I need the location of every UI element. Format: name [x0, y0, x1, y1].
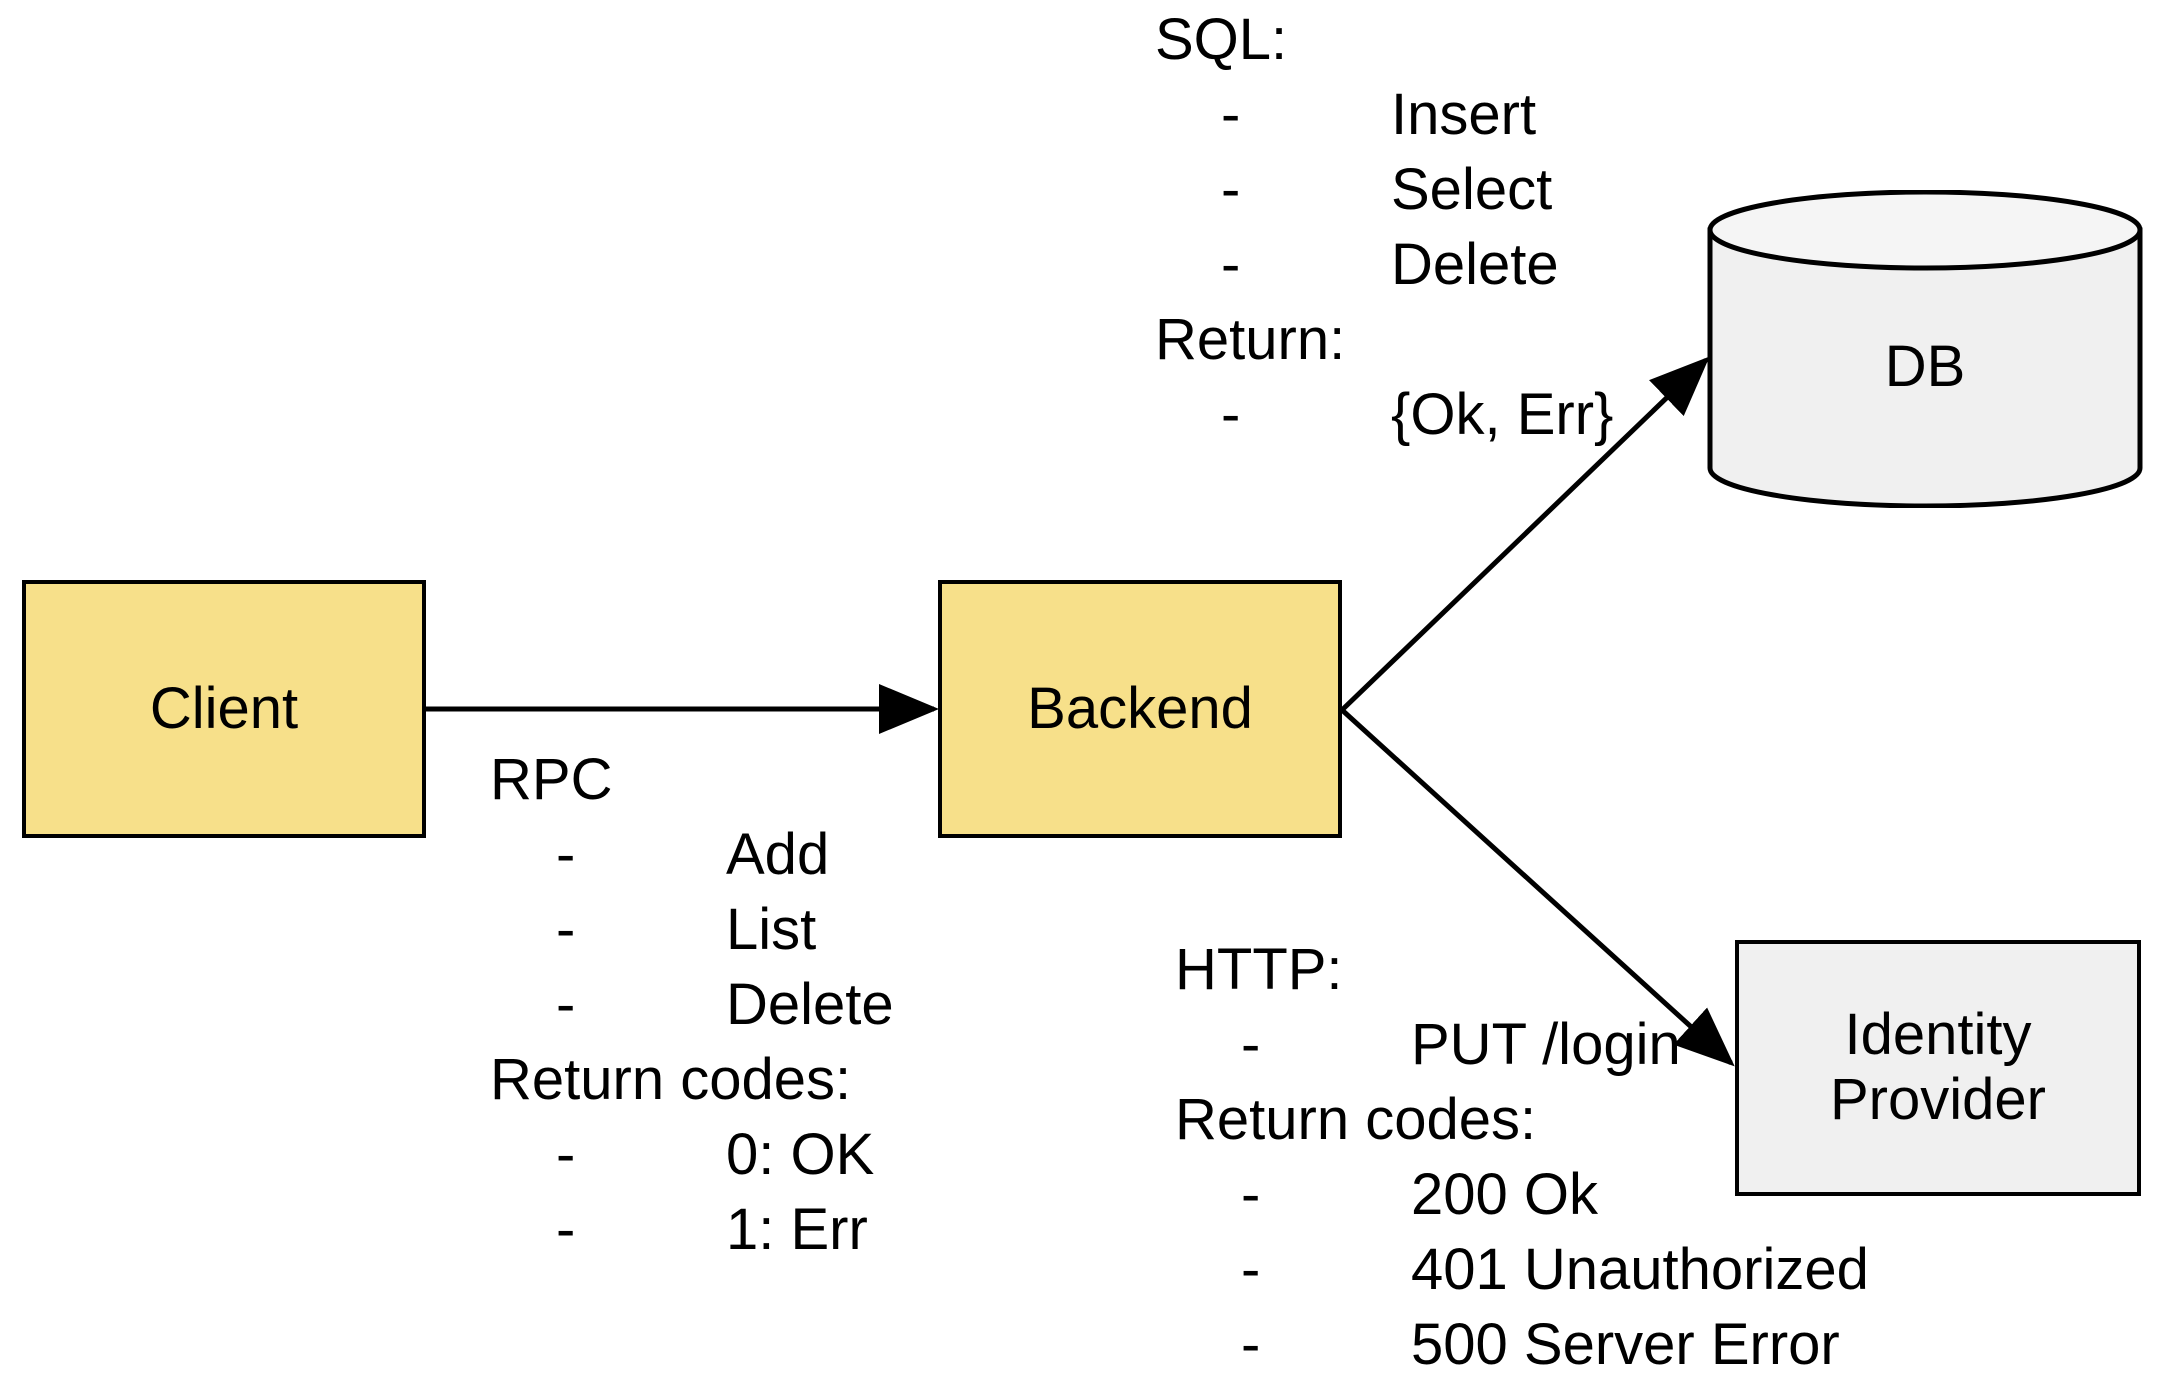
bullet-dash: - [556, 822, 576, 887]
annotation-sql-heading: SQL: [1155, 7, 1288, 72]
annotation-rpc-subitem: - 1: Err [490, 1192, 894, 1267]
annotation-rpc-item: - List [490, 892, 894, 967]
annotation-http-subitem: - 500 Server Error [1175, 1307, 1869, 1382]
bullet-dash: - [556, 1197, 576, 1262]
annotation-http-item: - PUT /login [1175, 1007, 1869, 1082]
annotation-sql-item: - Insert [1155, 77, 1613, 152]
bullet-dash: - [1221, 382, 1241, 447]
bullet-dash: - [1221, 82, 1241, 147]
annotation-rpc: RPC - Add - List - Delete Return codes: … [490, 742, 894, 1267]
node-identity-provider-label-line2: Provider [1830, 1067, 2046, 1132]
bullet-dash: - [1221, 157, 1241, 222]
annotation-sql-subitem: - {Ok, Err} [1155, 377, 1613, 452]
bullet-dash: - [1241, 1237, 1261, 1302]
annotation-rpc-heading: RPC [490, 747, 613, 812]
annotation-http: HTTP: - PUT /login Return codes: - 200 O… [1175, 932, 1869, 1382]
annotation-sql-subheading: Return: [1155, 307, 1346, 372]
annotation-http-subitem-text: 500 Server Error [1411, 1312, 1840, 1377]
annotation-http-subitem-text: 200 Ok [1411, 1162, 1598, 1227]
database-cylinder-icon [1707, 189, 2143, 509]
annotation-rpc-subitem-text: 1: Err [726, 1197, 868, 1262]
annotation-http-heading: HTTP: [1175, 937, 1343, 1002]
annotation-rpc-subitem-text: 0: OK [726, 1122, 875, 1187]
node-db[interactable]: DB [1706, 189, 2144, 509]
annotation-sql-item-text: Delete [1391, 232, 1559, 297]
annotation-rpc-item-text: Delete [726, 972, 894, 1037]
annotation-sql-subitem-text: {Ok, Err} [1391, 382, 1614, 447]
node-identity-provider-label: Identity Provider [1830, 1002, 2046, 1133]
bullet-dash: - [1221, 232, 1241, 297]
annotation-rpc-subheading: Return codes: [490, 1047, 852, 1112]
bullet-dash: - [1241, 1162, 1261, 1227]
annotation-sql-item: - Delete [1155, 227, 1613, 302]
annotation-sql-item-text: Select [1391, 157, 1553, 222]
annotation-http-subheading: Return codes: [1175, 1087, 1537, 1152]
annotation-http-item-text: PUT /login [1411, 1012, 1681, 1077]
annotation-sql-item-text: Insert [1391, 82, 1537, 147]
node-db-label-wrap: DB [1706, 190, 2144, 508]
bullet-dash: - [1241, 1012, 1261, 1077]
annotation-rpc-subitem: - 0: OK [490, 1117, 894, 1192]
bullet-dash: - [556, 972, 576, 1037]
annotation-http-subitem-text: 401 Unauthorized [1411, 1237, 1869, 1302]
node-backend-label: Backend [1027, 675, 1253, 741]
node-db-label: DB [1884, 333, 1966, 399]
annotation-rpc-item: - Add [490, 817, 894, 892]
bullet-dash: - [556, 897, 576, 962]
node-identity-provider[interactable]: Identity Provider [1735, 940, 2141, 1196]
annotation-rpc-item: - Delete [490, 967, 894, 1042]
annotation-http-subitem: - 200 Ok [1175, 1157, 1869, 1232]
annotation-rpc-item-text: Add [726, 822, 830, 887]
annotation-sql-item: - Select [1155, 152, 1613, 227]
node-client-label: Client [149, 675, 299, 741]
node-identity-provider-label-line1: Identity [1844, 1002, 2032, 1068]
node-backend[interactable]: Backend [938, 580, 1342, 838]
bullet-dash: - [556, 1122, 576, 1187]
bullet-dash: - [1241, 1312, 1261, 1377]
annotation-rpc-item-text: List [726, 897, 817, 962]
annotation-http-subitem: - 401 Unauthorized [1175, 1232, 1869, 1307]
annotation-sql: SQL: - Insert - Select - Delete Return: … [1155, 2, 1613, 452]
node-client[interactable]: Client [22, 580, 426, 838]
